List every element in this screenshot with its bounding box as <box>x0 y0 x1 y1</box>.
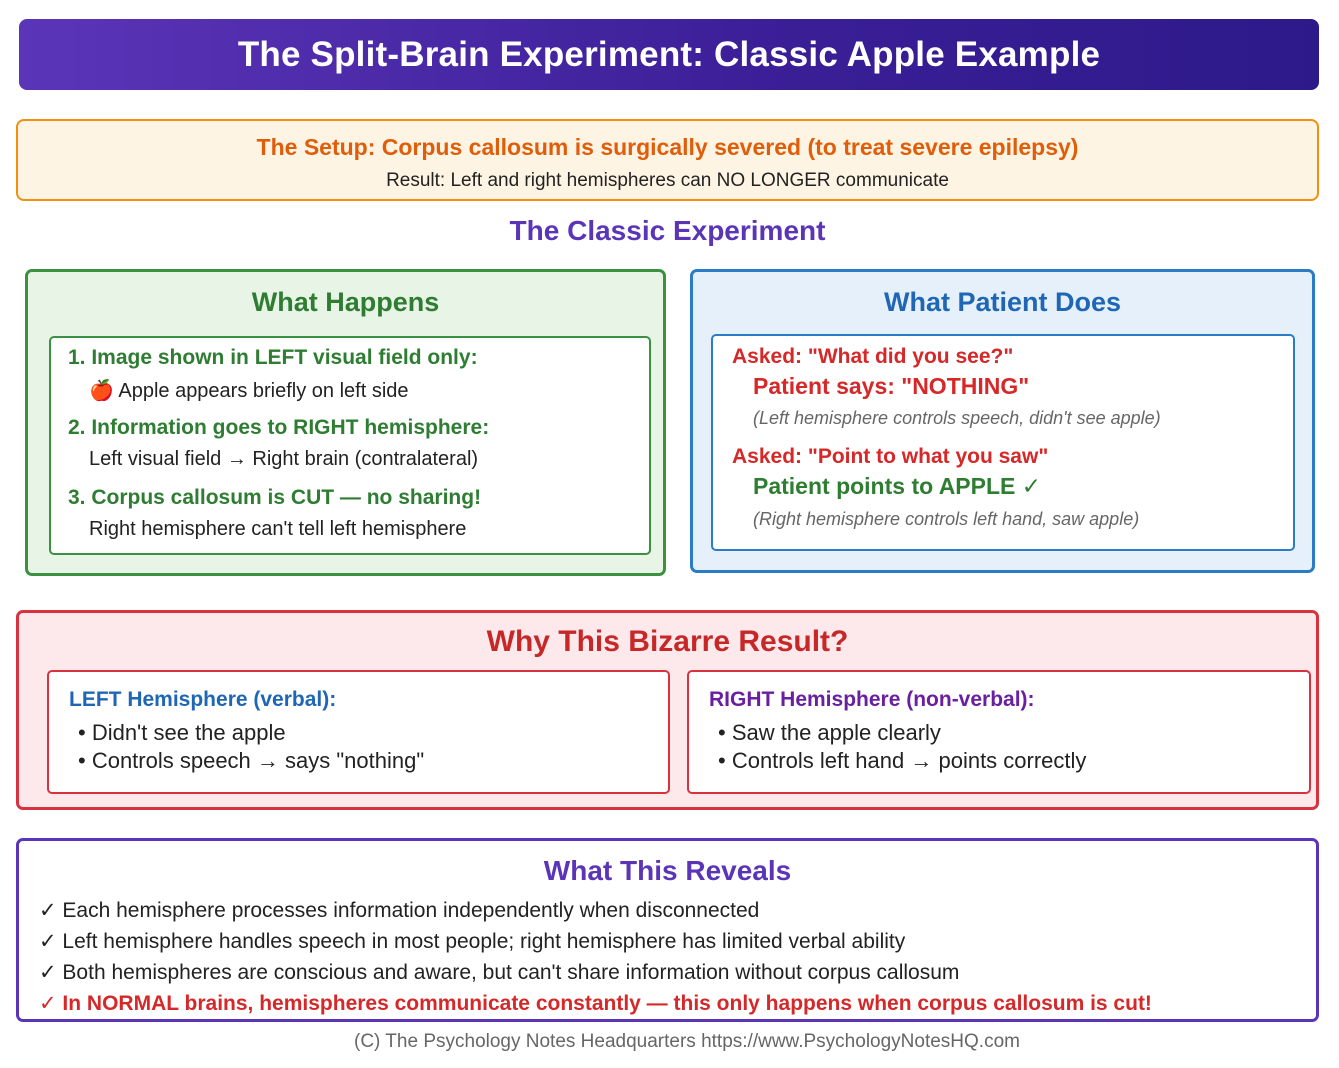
what-happens-steps: 1. Image shown in LEFT visual field only… <box>49 336 651 555</box>
what-happens-panel: What Happens 1. Image shown in LEFT visu… <box>25 269 666 576</box>
left-hemisphere-bullet: • Controls speech → says "nothing" <box>78 748 425 773</box>
step-label: 3. Corpus callosum is CUT — no sharing! <box>68 486 482 509</box>
reveal-item: ✓ Both hemispheres are conscious and awa… <box>39 961 960 984</box>
reveals-panel: What This Reveals ✓ Each hemisphere proc… <box>16 838 1319 1022</box>
why-title: Why This Bizarre Result? <box>486 625 849 658</box>
setup-headline: The Setup: Corpus callosum is surgically… <box>256 134 1079 160</box>
trial-note: (Right hemisphere controls left hand, sa… <box>753 509 1140 529</box>
trial-question: Asked: "What did you see?" <box>732 345 1014 368</box>
trial-response: Patient points to APPLE ✓ <box>753 473 1042 499</box>
reveals-title: What This Reveals <box>543 855 792 886</box>
copyright-footer: (C) The Psychology Notes Headquarters ht… <box>354 1031 1020 1052</box>
reveal-item: ✓ Each hemisphere processes information … <box>39 899 760 922</box>
what-patient-does-panel: What Patient Does Asked: "What did you s… <box>690 269 1315 573</box>
setup-result: Result: Left and right hemispheres can N… <box>386 170 949 191</box>
setup-box: The Setup: Corpus callosum is surgically… <box>16 119 1319 201</box>
trial-note: (Left hemisphere controls speech, didn't… <box>753 408 1161 428</box>
what-happens-title: What Happens <box>251 287 440 317</box>
left-hemisphere-box: LEFT Hemisphere (verbal): • Didn't see t… <box>47 670 670 794</box>
title-banner: The Split-Brain Experiment: Classic Appl… <box>19 19 1319 90</box>
section-title: The Classic Experiment <box>509 215 826 246</box>
trial-response: Patient says: "NOTHING" <box>753 373 1030 399</box>
step-label: 1. Image shown in LEFT visual field only… <box>68 346 478 369</box>
why-panel: Why This Bizarre Result? LEFT Hemisphere… <box>16 610 1319 810</box>
right-hemisphere-heading: RIGHT Hemisphere (non-verbal): <box>709 688 1035 711</box>
left-hemisphere-heading: LEFT Hemisphere (verbal): <box>69 688 337 711</box>
right-hemisphere-bullet: • Controls left hand → points correctly <box>718 748 1087 773</box>
step-detail: Left visual field → Right brain (contral… <box>89 448 479 470</box>
patient-trials: Asked: "What did you see?" Patient says:… <box>711 334 1295 551</box>
what-patient-does-title: What Patient Does <box>883 287 1122 317</box>
reveal-item: ✓ Left hemisphere handles speech in most… <box>39 930 906 953</box>
step-label: 2. Information goes to RIGHT hemisphere: <box>68 416 490 439</box>
step-detail: 🍎 Apple appears briefly on left side <box>89 380 409 402</box>
right-hemisphere-box: RIGHT Hemisphere (non-verbal): • Saw the… <box>687 670 1311 794</box>
step-detail: Right hemisphere can't tell left hemisph… <box>89 518 467 540</box>
left-hemisphere-bullet: • Didn't see the apple <box>78 720 286 745</box>
right-hemisphere-bullet: • Saw the apple clearly <box>718 720 941 745</box>
trial-question: Asked: "Point to what you saw" <box>732 445 1049 468</box>
reveal-item-highlight: ✓ In NORMAL brains, hemispheres communic… <box>39 992 1152 1015</box>
page-title: The Split-Brain Experiment: Classic Appl… <box>237 34 1101 74</box>
